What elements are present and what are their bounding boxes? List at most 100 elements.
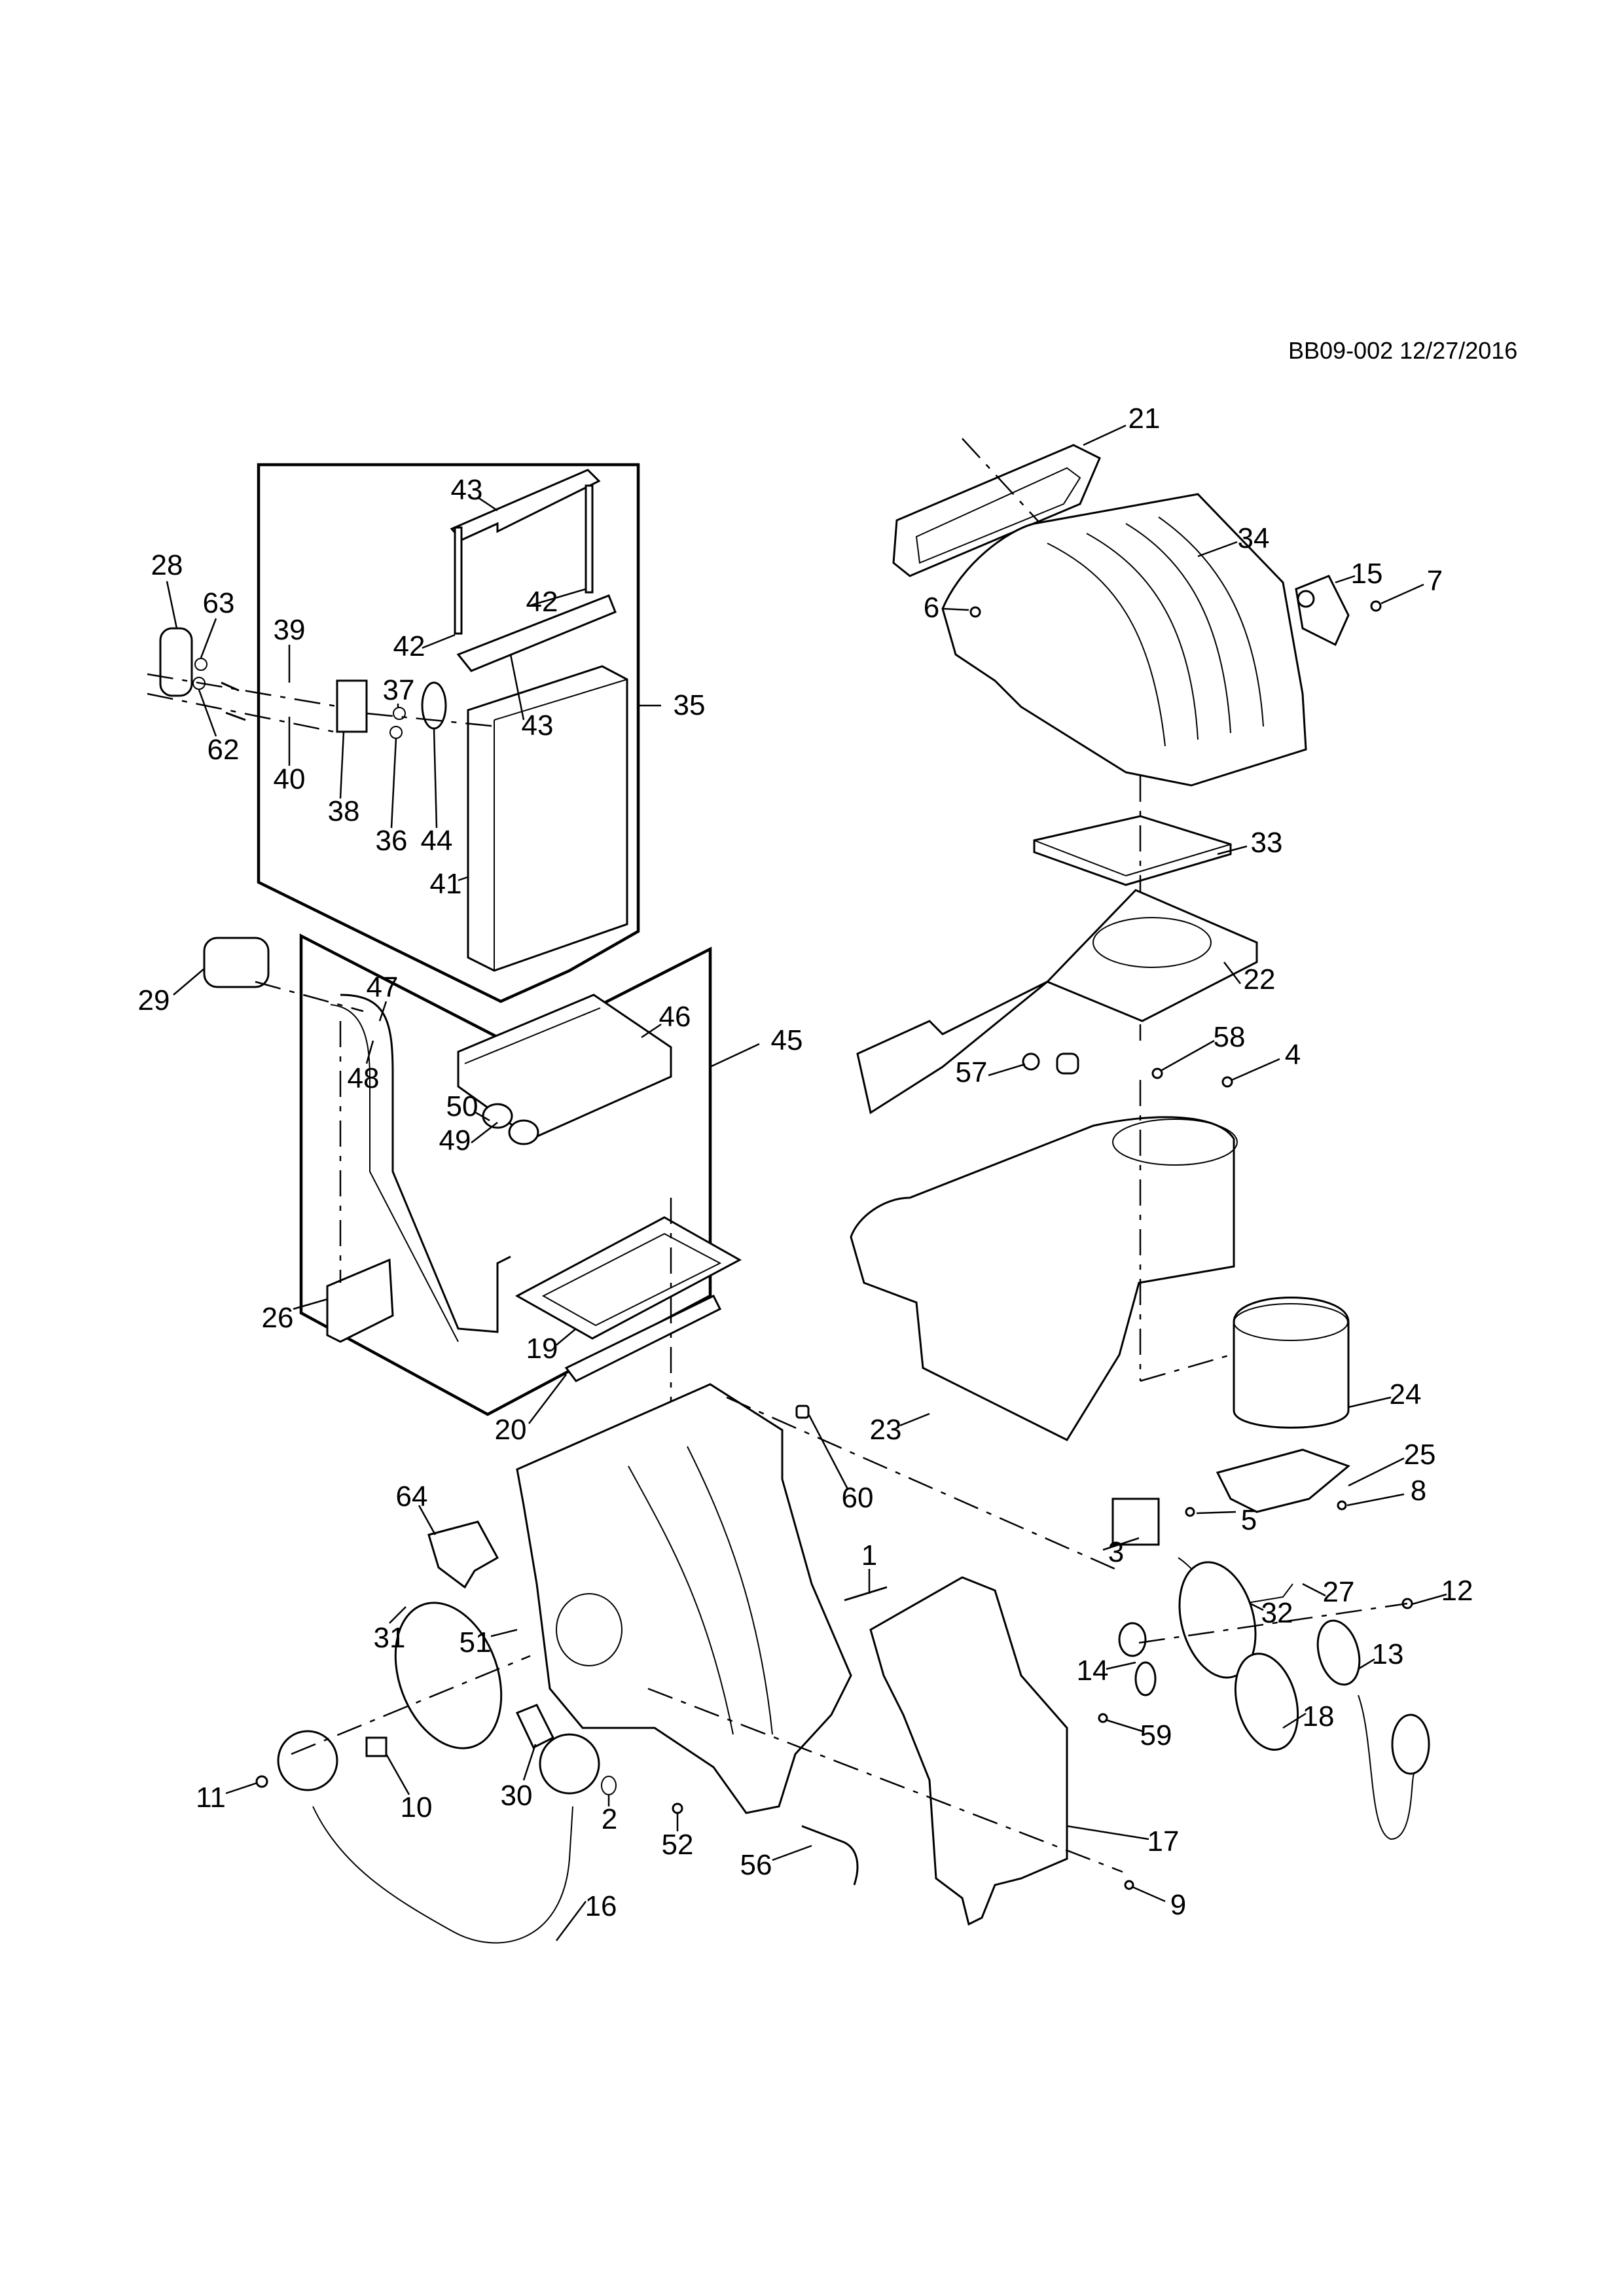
callout-2: 2 bbox=[601, 1803, 618, 1835]
actuator-cable bbox=[312, 1806, 573, 1944]
callout-52: 52 bbox=[661, 1829, 694, 1861]
evaporator-kit-frame bbox=[257, 463, 640, 1003]
callout-45: 45 bbox=[770, 1024, 803, 1056]
callout-4: 4 bbox=[1284, 1039, 1301, 1071]
blower-motor-resistor bbox=[1111, 1498, 1160, 1546]
distribution-duct bbox=[869, 1576, 1068, 1926]
blower-screw-4 bbox=[1221, 1076, 1233, 1088]
callout-20: 20 bbox=[494, 1414, 527, 1446]
heater-core-pipes bbox=[340, 994, 511, 1333]
resistor-screw bbox=[1185, 1507, 1195, 1517]
callout-29: 29 bbox=[137, 984, 170, 1016]
heater-case-assembly bbox=[516, 1383, 852, 1814]
callout-22: 22 bbox=[1243, 963, 1276, 996]
callout-42-left: 42 bbox=[393, 630, 425, 662]
evaporator-drain-hose bbox=[801, 1825, 859, 1886]
blower-grommet bbox=[1022, 1052, 1040, 1071]
callout-60: 60 bbox=[841, 1482, 874, 1514]
callout-28: 28 bbox=[151, 549, 183, 581]
heater-case-seal bbox=[564, 1294, 722, 1382]
callout-23: 23 bbox=[869, 1414, 902, 1446]
callout-15: 15 bbox=[1350, 558, 1383, 590]
blower-motor bbox=[1233, 1297, 1350, 1429]
recirculation-actuator-body bbox=[1391, 1713, 1430, 1775]
callout-13: 13 bbox=[1371, 1638, 1404, 1670]
blower-bushing bbox=[1056, 1052, 1079, 1075]
heater-pipe-clamp bbox=[482, 1103, 513, 1129]
callout-43-upper: 43 bbox=[450, 474, 483, 506]
case-bracket bbox=[427, 1520, 499, 1589]
callout-51: 51 bbox=[459, 1626, 492, 1659]
callout-39: 39 bbox=[273, 614, 306, 646]
actuator-screw-11 bbox=[255, 1775, 268, 1788]
blower-motor-mount bbox=[1216, 1448, 1350, 1513]
heater-pipe-seal bbox=[203, 937, 270, 988]
door-link bbox=[515, 1704, 555, 1749]
duct-screw bbox=[1098, 1713, 1108, 1723]
door-pinion bbox=[365, 1736, 388, 1757]
callout-58: 58 bbox=[1213, 1021, 1246, 1053]
callout-6: 6 bbox=[923, 592, 940, 624]
air-inlet-seal bbox=[892, 444, 1101, 577]
callout-19: 19 bbox=[526, 1333, 558, 1365]
callout-37: 37 bbox=[382, 674, 415, 706]
door-gear-large bbox=[1178, 1561, 1257, 1679]
callout-21: 21 bbox=[1128, 403, 1161, 435]
callout-3: 3 bbox=[1108, 1536, 1125, 1568]
blower-housing-lower bbox=[850, 1116, 1235, 1441]
heater-pipe-clamp bbox=[508, 1119, 539, 1145]
callout-44: 44 bbox=[420, 825, 453, 857]
callout-30: 30 bbox=[500, 1780, 533, 1812]
actuator-screw bbox=[1370, 600, 1382, 612]
callout-11: 11 bbox=[196, 1782, 226, 1814]
case-screw bbox=[844, 1586, 888, 1602]
mode-door-gear bbox=[394, 1602, 503, 1749]
callout-18: 18 bbox=[1302, 1700, 1335, 1732]
callout-34: 34 bbox=[1237, 522, 1270, 554]
cabin-air-filter bbox=[1033, 815, 1232, 886]
callout-40: 40 bbox=[273, 763, 306, 795]
motor-screw bbox=[1337, 1500, 1347, 1511]
callout-46: 46 bbox=[659, 1001, 691, 1033]
callout-49: 49 bbox=[439, 1124, 471, 1157]
mode-door-actuator bbox=[1295, 575, 1350, 647]
callout-1: 1 bbox=[861, 1539, 878, 1571]
callout-48: 48 bbox=[347, 1062, 380, 1094]
callout-16: 16 bbox=[585, 1890, 617, 1922]
callout-7: 7 bbox=[1426, 565, 1443, 597]
callout-10: 10 bbox=[400, 1791, 433, 1823]
heater-core-seal bbox=[514, 1216, 742, 1340]
callout-8: 8 bbox=[1410, 1475, 1427, 1507]
temperature-actuator-right bbox=[539, 1733, 600, 1795]
evaporator-seal-strip-left bbox=[454, 526, 463, 635]
expansion-valve bbox=[336, 679, 368, 733]
callout-42-right: 42 bbox=[526, 586, 558, 618]
housing-screw bbox=[969, 606, 981, 618]
case-screw-52 bbox=[672, 1803, 683, 1814]
callout-43-lower: 43 bbox=[521, 709, 554, 742]
callout-59: 59 bbox=[1140, 1719, 1172, 1751]
heater-pipe-clip bbox=[326, 1258, 394, 1343]
blower-screw bbox=[1151, 1067, 1163, 1079]
door-lever bbox=[1118, 1622, 1147, 1657]
callout-17: 17 bbox=[1147, 1825, 1180, 1857]
callout-25: 25 bbox=[1403, 1439, 1436, 1471]
evaporator-tube-gasket bbox=[421, 681, 447, 730]
callout-63: 63 bbox=[202, 587, 235, 619]
callout-5: 5 bbox=[1240, 1504, 1257, 1536]
callout-64: 64 bbox=[395, 1480, 428, 1513]
callout-56: 56 bbox=[740, 1849, 772, 1881]
door-gear-medium bbox=[1234, 1653, 1299, 1751]
case-o-ring bbox=[601, 1776, 617, 1795]
air-inlet-housing bbox=[941, 493, 1307, 787]
callout-26: 26 bbox=[261, 1302, 294, 1334]
callout-38: 38 bbox=[327, 795, 360, 827]
evaporator-core bbox=[467, 665, 628, 972]
callout-33: 33 bbox=[1250, 827, 1283, 859]
door-lever-2 bbox=[1134, 1661, 1157, 1696]
callout-50: 50 bbox=[446, 1090, 478, 1122]
duct-screw-9 bbox=[1124, 1880, 1134, 1890]
evaporator-pipe-seal bbox=[159, 627, 193, 697]
